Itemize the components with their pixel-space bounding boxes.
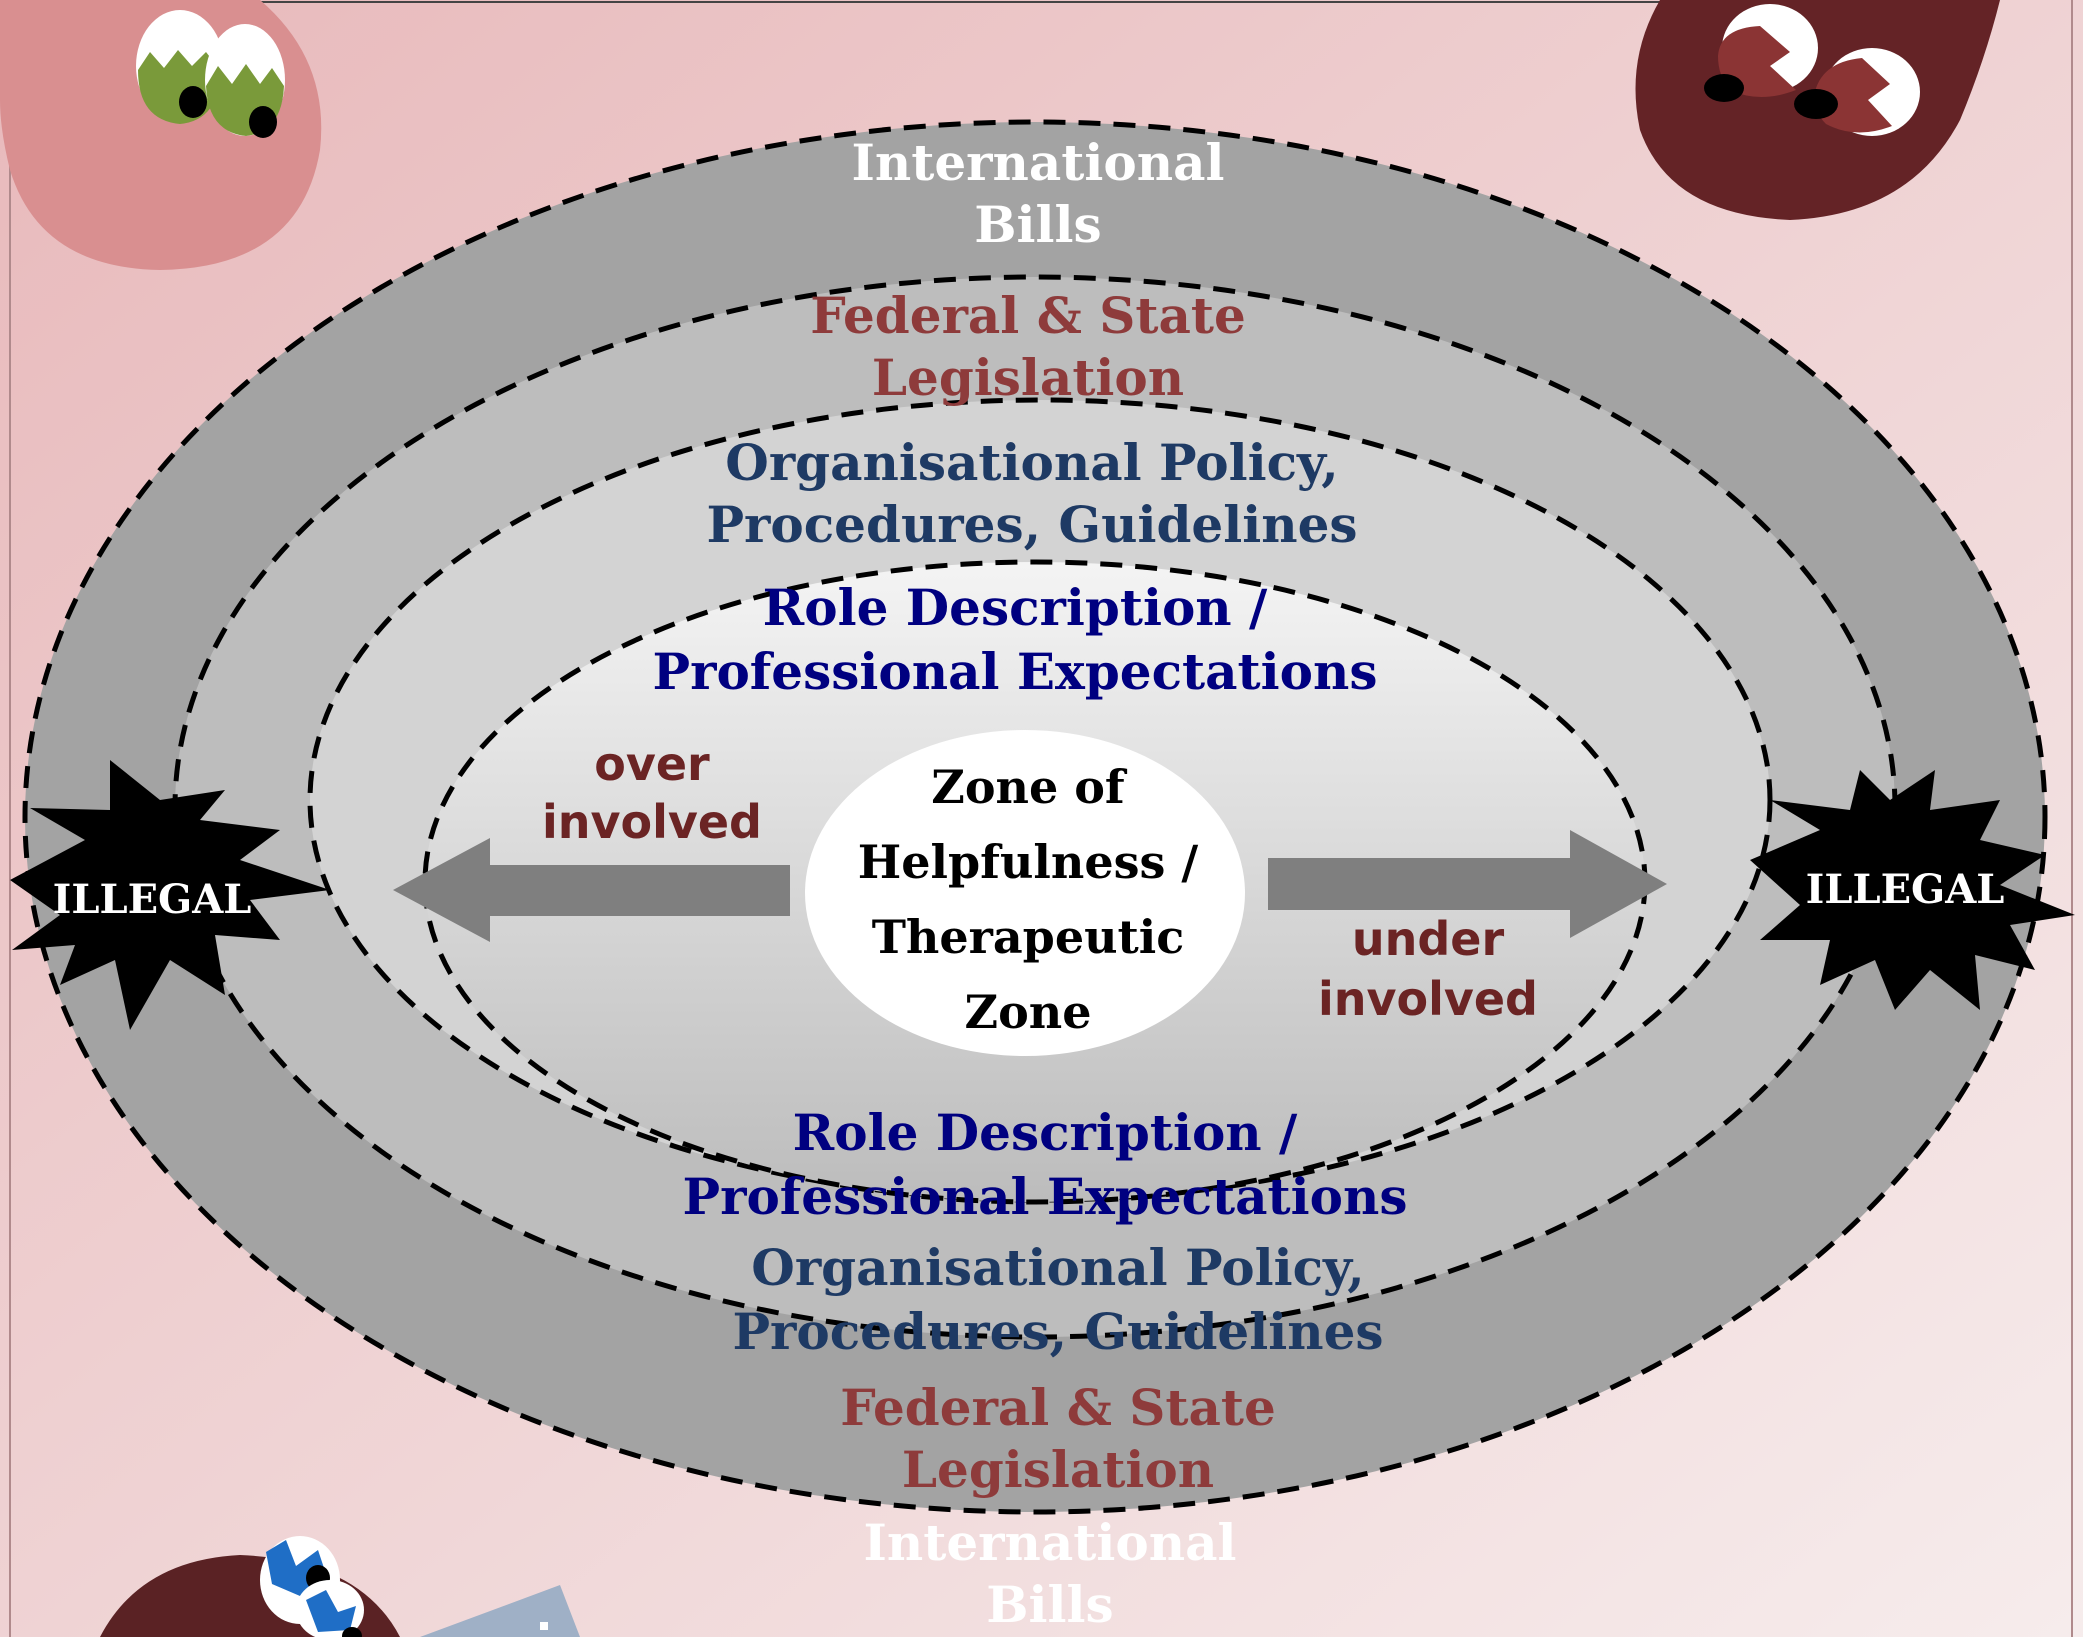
arrow-left-icon <box>393 838 790 942</box>
frame-top-border <box>109 0 1881 3</box>
blue-eye-icon <box>260 1536 364 1637</box>
arrow-right-icon <box>1268 830 1667 938</box>
green-eye-left-icon <box>136 10 224 124</box>
illegal-burst-left-icon <box>10 760 330 1030</box>
illegal-burst-right-icon <box>1750 770 2075 1010</box>
policy-label-bottom: Organisational Policy,Procedures, Guidel… <box>732 1238 1383 1361</box>
role-label-top: Role Description /Professional Expectati… <box>653 578 1378 701</box>
maroon-eye-left-icon <box>1704 4 1818 102</box>
maroon-eye-right-icon <box>1794 48 1920 136</box>
role-label-bottom: Role Description /Professional Expectati… <box>683 1103 1408 1226</box>
maroon-blob-character <box>1635 0 2000 220</box>
illegal-label-left: ILLEGAL <box>53 876 252 923</box>
policy-label-top: Organisational Policy,Procedures, Guidel… <box>706 433 1357 554</box>
blue-eyed-character <box>100 1536 400 1637</box>
therapeutic-zone <box>805 730 1245 1056</box>
pink-blob-character <box>0 0 322 270</box>
illegal-label-right: ILLEGAL <box>1806 866 2005 913</box>
green-eye-right-icon <box>205 24 285 138</box>
document-prop-icon <box>420 1585 580 1637</box>
